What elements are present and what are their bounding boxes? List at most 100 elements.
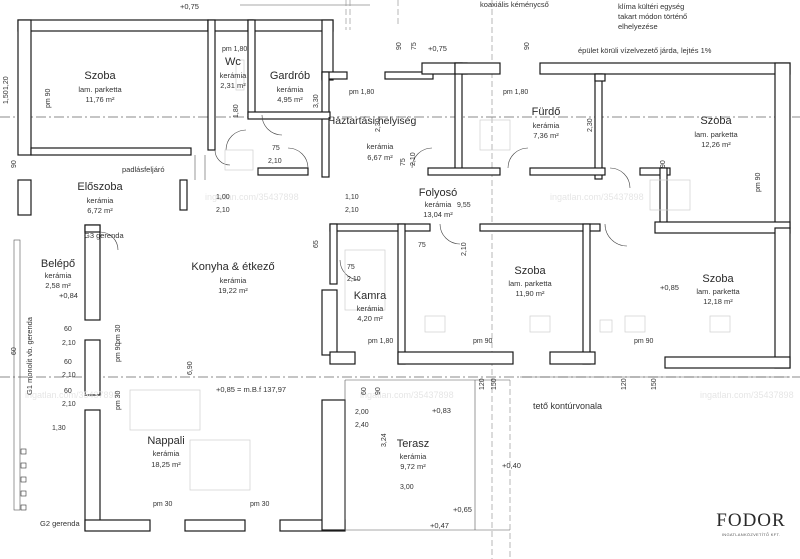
dimension-labels: pm 1,80 pm 90 pm 1,80 pm 1,80 pm 90 pm 9… bbox=[3, 42, 762, 508]
room-name: Kamra bbox=[354, 290, 387, 302]
svg-text:klíma kültéri egység: klíma kültéri egység bbox=[618, 2, 684, 11]
svg-text:6,90: 6,90 bbox=[187, 361, 194, 375]
svg-text:75: 75 bbox=[400, 158, 407, 166]
svg-text:pm 1,80: pm 1,80 bbox=[368, 338, 393, 345]
svg-text:+0,85 = m.B.f 137,97: +0,85 = m.B.f 137,97 bbox=[216, 385, 286, 394]
svg-text:60: 60 bbox=[64, 326, 72, 333]
svg-text:+0,85: +0,85 bbox=[660, 283, 679, 292]
svg-text:90: 90 bbox=[11, 160, 18, 168]
svg-text:60: 60 bbox=[361, 387, 368, 395]
svg-text:2,10: 2,10 bbox=[216, 207, 230, 214]
svg-text:G2 gerenda: G2 gerenda bbox=[40, 519, 80, 528]
svg-text:150: 150 bbox=[651, 378, 658, 390]
room-name: Belépő bbox=[41, 258, 75, 270]
svg-text:+0,40: +0,40 bbox=[502, 461, 521, 470]
svg-text:75: 75 bbox=[272, 145, 280, 152]
svg-text:60: 60 bbox=[64, 388, 72, 395]
svg-text:padlásfeljáró: padlásfeljáró bbox=[122, 165, 165, 174]
svg-text:2,00: 2,00 bbox=[355, 409, 369, 416]
svg-text:2,30: 2,30 bbox=[375, 118, 382, 132]
svg-text:+0,47: +0,47 bbox=[430, 521, 449, 530]
svg-text:pm 1,80: pm 1,80 bbox=[222, 46, 247, 53]
room-area: 13,04 m² bbox=[423, 210, 453, 219]
svg-text:koaxiális kéménycső: koaxiális kéménycső bbox=[480, 0, 549, 9]
room-area: 6,72 m² bbox=[87, 206, 113, 215]
svg-text:1,50: 1,50 bbox=[3, 90, 10, 104]
svg-text:75: 75 bbox=[347, 264, 355, 271]
room-name: Háztartási helyiség bbox=[328, 115, 417, 127]
svg-text:1,30: 1,30 bbox=[52, 425, 66, 432]
watermarks: ingatlan.com/35437898 ingatlan.com/35437… bbox=[25, 192, 794, 400]
room-name: Folyosó bbox=[419, 187, 458, 199]
svg-text:+0,65: +0,65 bbox=[453, 505, 472, 514]
svg-text:ingatlan.com/35437898: ingatlan.com/35437898 bbox=[700, 390, 794, 400]
svg-text:G3 gerenda: G3 gerenda bbox=[84, 231, 124, 240]
svg-text:+0,84: +0,84 bbox=[59, 291, 78, 300]
svg-text:pm 90: pm 90 bbox=[755, 172, 762, 192]
svg-text:elhelyezése: elhelyezése bbox=[618, 22, 658, 31]
svg-text:2,30: 2,30 bbox=[587, 118, 594, 132]
svg-text:pm 90: pm 90 bbox=[115, 342, 122, 362]
room-area: 9,72 m² bbox=[400, 462, 426, 471]
room-name: Gardrób bbox=[270, 70, 310, 82]
svg-text:3,00: 3,00 bbox=[400, 484, 414, 491]
svg-text:pm 30: pm 30 bbox=[250, 501, 270, 508]
svg-text:3,30: 3,30 bbox=[313, 94, 320, 108]
room-floor: lam. parketta bbox=[78, 85, 122, 94]
room-name: Konyha & étkező bbox=[191, 261, 274, 273]
svg-text:pm 1,80: pm 1,80 bbox=[503, 89, 528, 96]
room-name: Wc bbox=[225, 56, 241, 68]
svg-text:65: 65 bbox=[313, 240, 320, 248]
room-floor: kerámia bbox=[45, 271, 73, 280]
room-name: Szoba bbox=[702, 273, 734, 285]
svg-text:pm 1,80: pm 1,80 bbox=[349, 89, 374, 96]
svg-text:+0,75: +0,75 bbox=[180, 2, 199, 11]
room-area: 7,36 m² bbox=[533, 131, 559, 140]
logo-tagline: INGATLANKÖZVETÍTŐ KFT. bbox=[721, 532, 781, 537]
svg-text:tető kontúrvonala: tető kontúrvonala bbox=[533, 401, 602, 411]
svg-text:1,80: 1,80 bbox=[233, 104, 240, 118]
room-floor: kerámia bbox=[87, 196, 115, 205]
room-floor: kerámia bbox=[400, 452, 428, 461]
svg-text:2,10: 2,10 bbox=[461, 242, 468, 256]
svg-text:ingatlan.com/35437898: ingatlan.com/35437898 bbox=[360, 390, 454, 400]
svg-text:pm 90: pm 90 bbox=[45, 88, 52, 108]
logo-brand: FODOR bbox=[716, 510, 786, 531]
svg-text:2,10: 2,10 bbox=[268, 158, 282, 165]
room-floor: kerámia bbox=[220, 276, 248, 285]
room-area: 2,58 m² bbox=[45, 281, 71, 290]
post-markers bbox=[20, 448, 27, 511]
svg-text:2,10: 2,10 bbox=[347, 276, 361, 283]
room-area: 12,26 m² bbox=[701, 140, 731, 149]
svg-text:75: 75 bbox=[411, 42, 418, 50]
svg-text:pm 30: pm 30 bbox=[115, 390, 122, 410]
svg-text:ingatlan.com/35437898: ingatlan.com/35437898 bbox=[25, 390, 119, 400]
annotations: koaxiális kéménycső klíma kültéri egység… bbox=[25, 0, 712, 530]
svg-text:pm 30: pm 30 bbox=[115, 324, 122, 344]
svg-text:pm 90: pm 90 bbox=[634, 338, 654, 345]
svg-text:2,10: 2,10 bbox=[345, 207, 359, 214]
room-floor: kerámia bbox=[367, 142, 395, 151]
room-name: Szoba bbox=[514, 265, 546, 277]
room-area: 12,18 m² bbox=[703, 297, 733, 306]
room-name: Fürdő bbox=[532, 106, 561, 118]
svg-text:90: 90 bbox=[660, 160, 667, 168]
svg-text:3,24: 3,24 bbox=[381, 433, 388, 447]
door-swings bbox=[99, 114, 631, 281]
room-name: Előszoba bbox=[77, 181, 123, 193]
svg-text:75: 75 bbox=[418, 242, 426, 249]
room-area: 4,95 m² bbox=[277, 95, 303, 104]
svg-text:G1 monolit vb. gerenda: G1 monolit vb. gerenda bbox=[25, 316, 34, 395]
svg-text:2,10: 2,10 bbox=[62, 372, 76, 379]
room-floor: lam. parketta bbox=[508, 279, 552, 288]
room-floor: lam. parketta bbox=[694, 130, 738, 139]
svg-text:ingatlan.com/35437898: ingatlan.com/35437898 bbox=[205, 192, 299, 202]
svg-text:120: 120 bbox=[621, 378, 628, 390]
svg-text:2,40: 2,40 bbox=[355, 422, 369, 429]
inner-lines bbox=[13, 155, 790, 531]
svg-text:1,10: 1,10 bbox=[345, 194, 359, 201]
company-logo: FODOR INGATLANKÖZVETÍTŐ KFT. bbox=[708, 510, 794, 550]
svg-text:pm 90: pm 90 bbox=[473, 338, 493, 345]
svg-text:1,20: 1,20 bbox=[3, 76, 10, 90]
